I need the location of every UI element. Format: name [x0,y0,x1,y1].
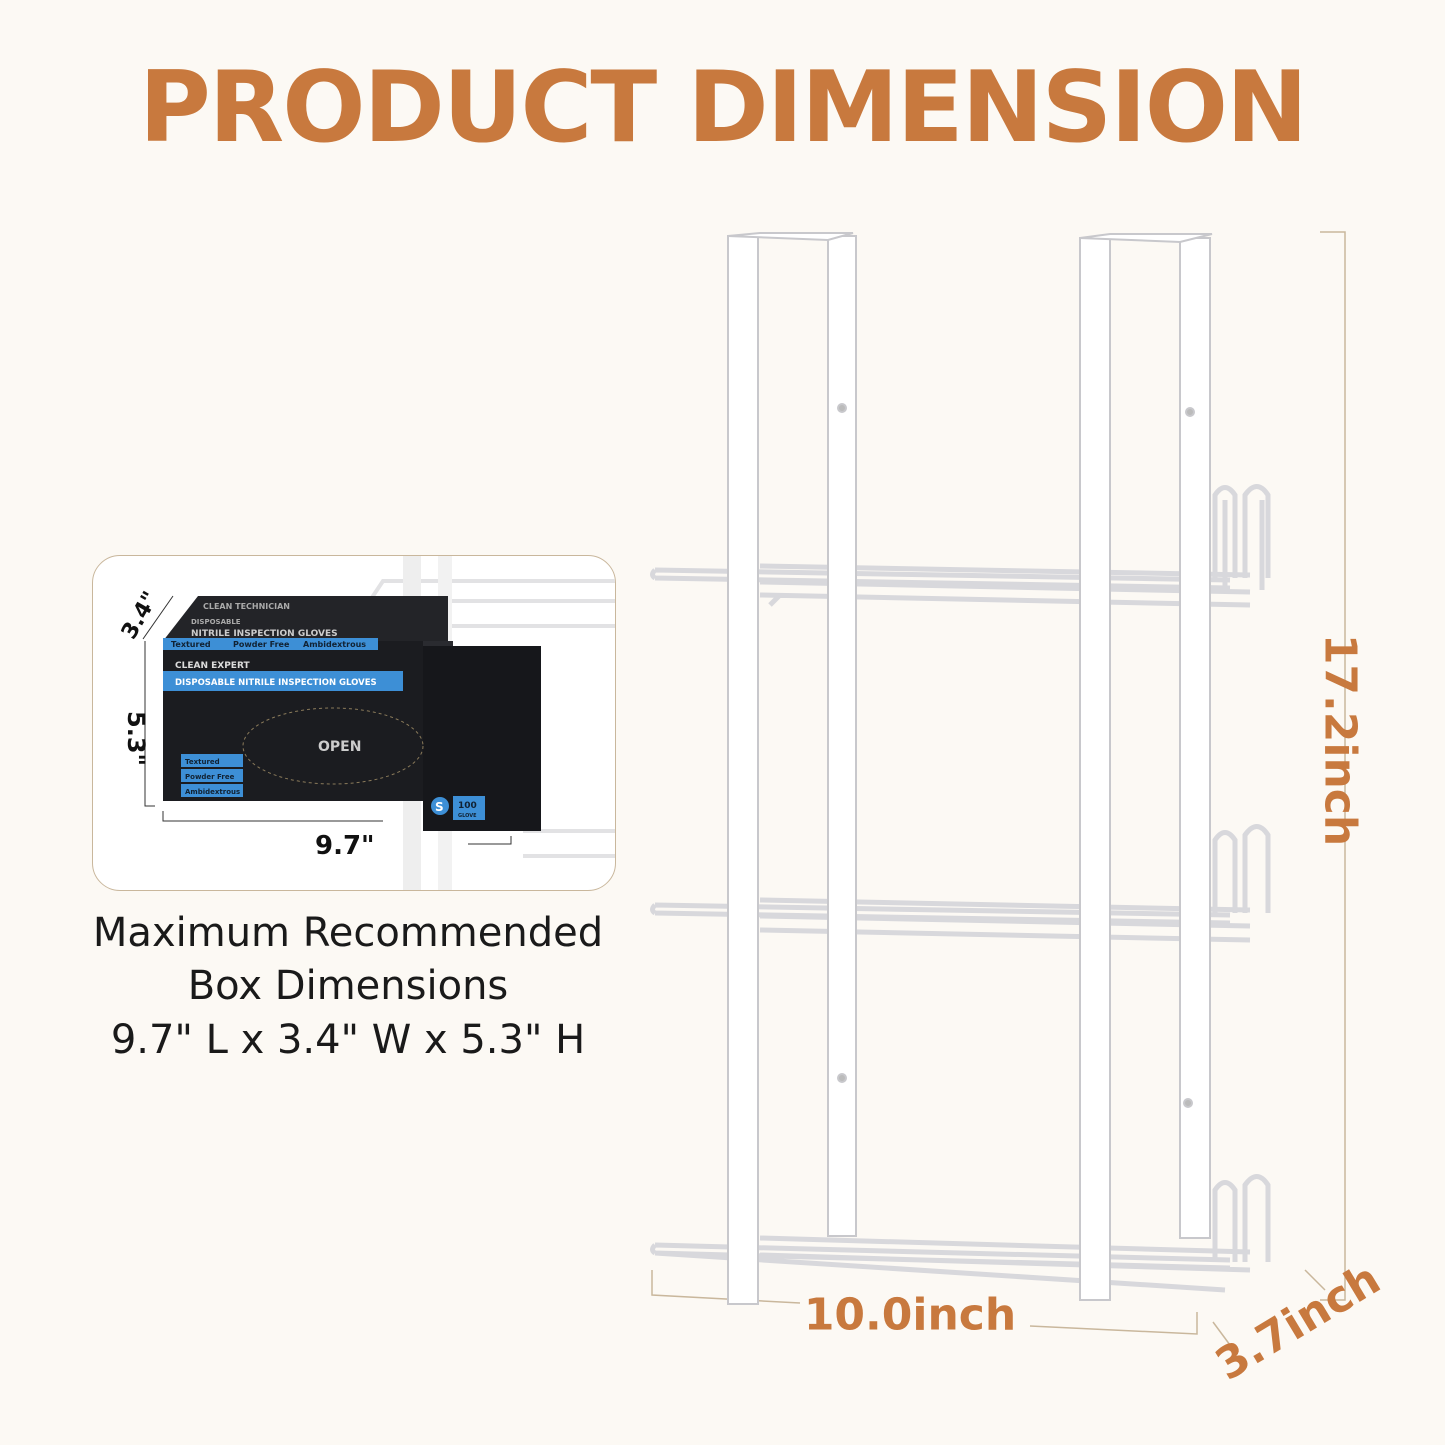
svg-text:GLOVE: GLOVE [458,813,477,819]
left-upright [727,232,857,1305]
svg-text:Ambidextrous: Ambidextrous [303,640,366,649]
rack [650,232,1271,1305]
svg-text:Powder Free: Powder Free [233,640,290,649]
page-title: PRODUCT DIMENSION [138,51,1308,165]
box-height-label: 5.3" [122,711,150,766]
box-size-badge: S [435,800,444,814]
box-brand-top: CLEAN TECHNICIAN [203,602,290,611]
box-brand: CLEAN EXPERT [175,661,250,671]
height-label: 17.2inch [1314,633,1366,847]
caption-line-3: 9.7" L x 3.4" W x 5.3" H [110,1017,586,1063]
caption-line-2: Box Dimensions [187,963,509,1009]
svg-text:Powder Free: Powder Free [185,773,235,781]
svg-text:100: 100 [458,801,477,811]
box-length-label: 9.7" [315,831,375,861]
caption-line-1: Maximum Recommended [92,910,604,956]
box-open-label: OPEN [318,739,361,755]
depth-dimension-line [1212,1269,1326,1346]
svg-text:Textured: Textured [185,758,220,766]
svg-text:DISPOSABLE: DISPOSABLE [191,618,241,626]
glove-box-inset: CLEAN TECHNICIAN DISPOSABLE NITRILE INSP… [92,555,616,891]
width-label: 10.0inch [803,1289,1017,1341]
svg-text:NITRILE INSPECTION GLOVES: NITRILE INSPECTION GLOVES [191,629,338,639]
shelf-top [650,484,1271,608]
inset-dimension-lines [142,595,512,845]
inset-rack-wires [351,579,615,858]
dimension-lines [651,231,1346,1346]
right-upright [1079,233,1213,1301]
shelf-bottom [650,1174,1271,1293]
glove-box-illustration: CLEAN TECHNICIAN DISPOSABLE NITRILE INSP… [117,556,615,890]
svg-text:Textured: Textured [171,640,211,649]
height-dimension-line [1320,231,1346,1301]
box-front-title: DISPOSABLE NITRILE INSPECTION GLOVES [175,678,377,688]
box-width-label: 3.4" [117,587,164,643]
svg-text:Ambidextrous: Ambidextrous [185,788,240,796]
